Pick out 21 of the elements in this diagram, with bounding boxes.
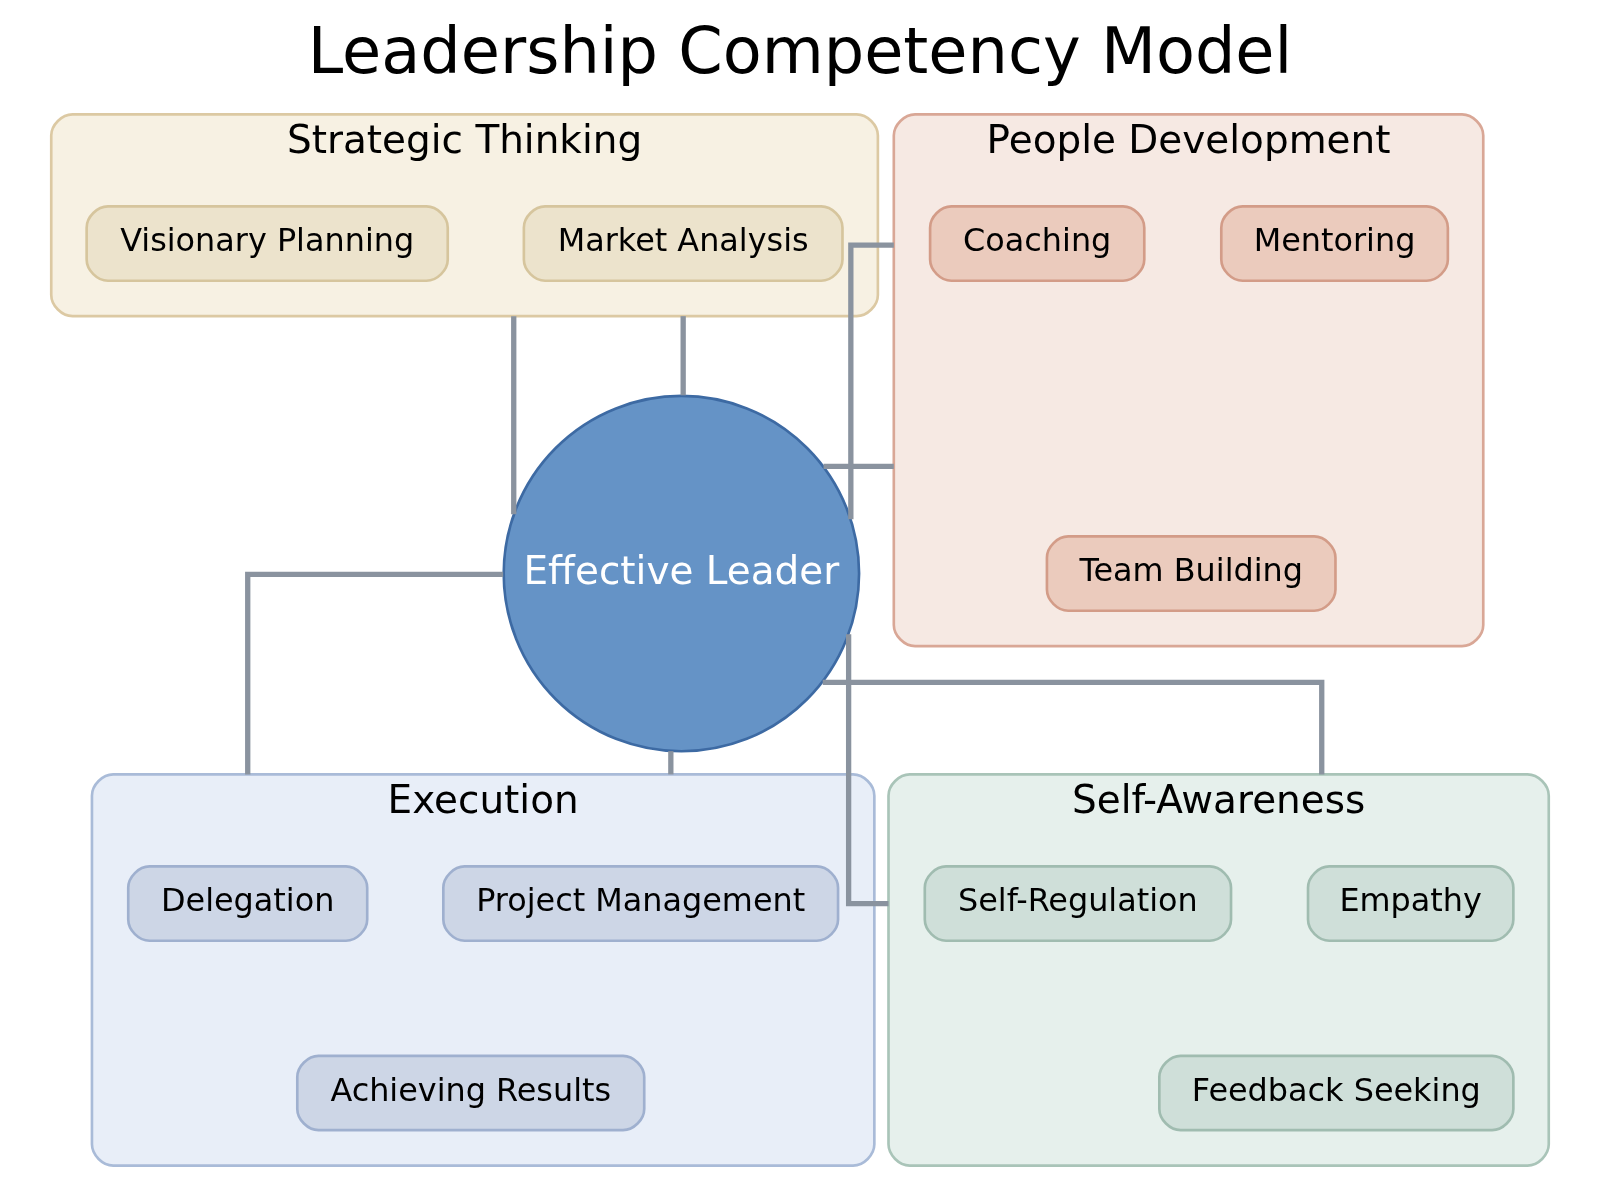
connector: [245, 571, 504, 775]
node-box: Team Building: [1045, 535, 1337, 613]
connector: [848, 242, 894, 520]
connector: [823, 463, 894, 470]
node-box: Delegation: [126, 865, 369, 943]
connector: [668, 751, 674, 775]
node-box: Project Management: [442, 865, 840, 943]
node-box: Achieving Results: [295, 1054, 646, 1132]
node-box: Empathy: [1306, 865, 1515, 943]
diagram-title: Leadership Competency Model: [307, 14, 1293, 89]
node-box: Self-Regulation: [923, 865, 1233, 943]
connector: [845, 634, 889, 907]
connector: [680, 316, 686, 396]
connector: [822, 679, 1325, 775]
node-box: Market Analysis: [522, 205, 844, 283]
node-box: Coaching: [928, 205, 1146, 283]
node-box: Feedback Seeking: [1158, 1054, 1515, 1132]
connector: [511, 316, 517, 515]
node-box: Mentoring: [1219, 205, 1450, 283]
node-circle: Effective Leader: [502, 394, 861, 753]
node-box: Visionary Planning: [85, 205, 450, 283]
